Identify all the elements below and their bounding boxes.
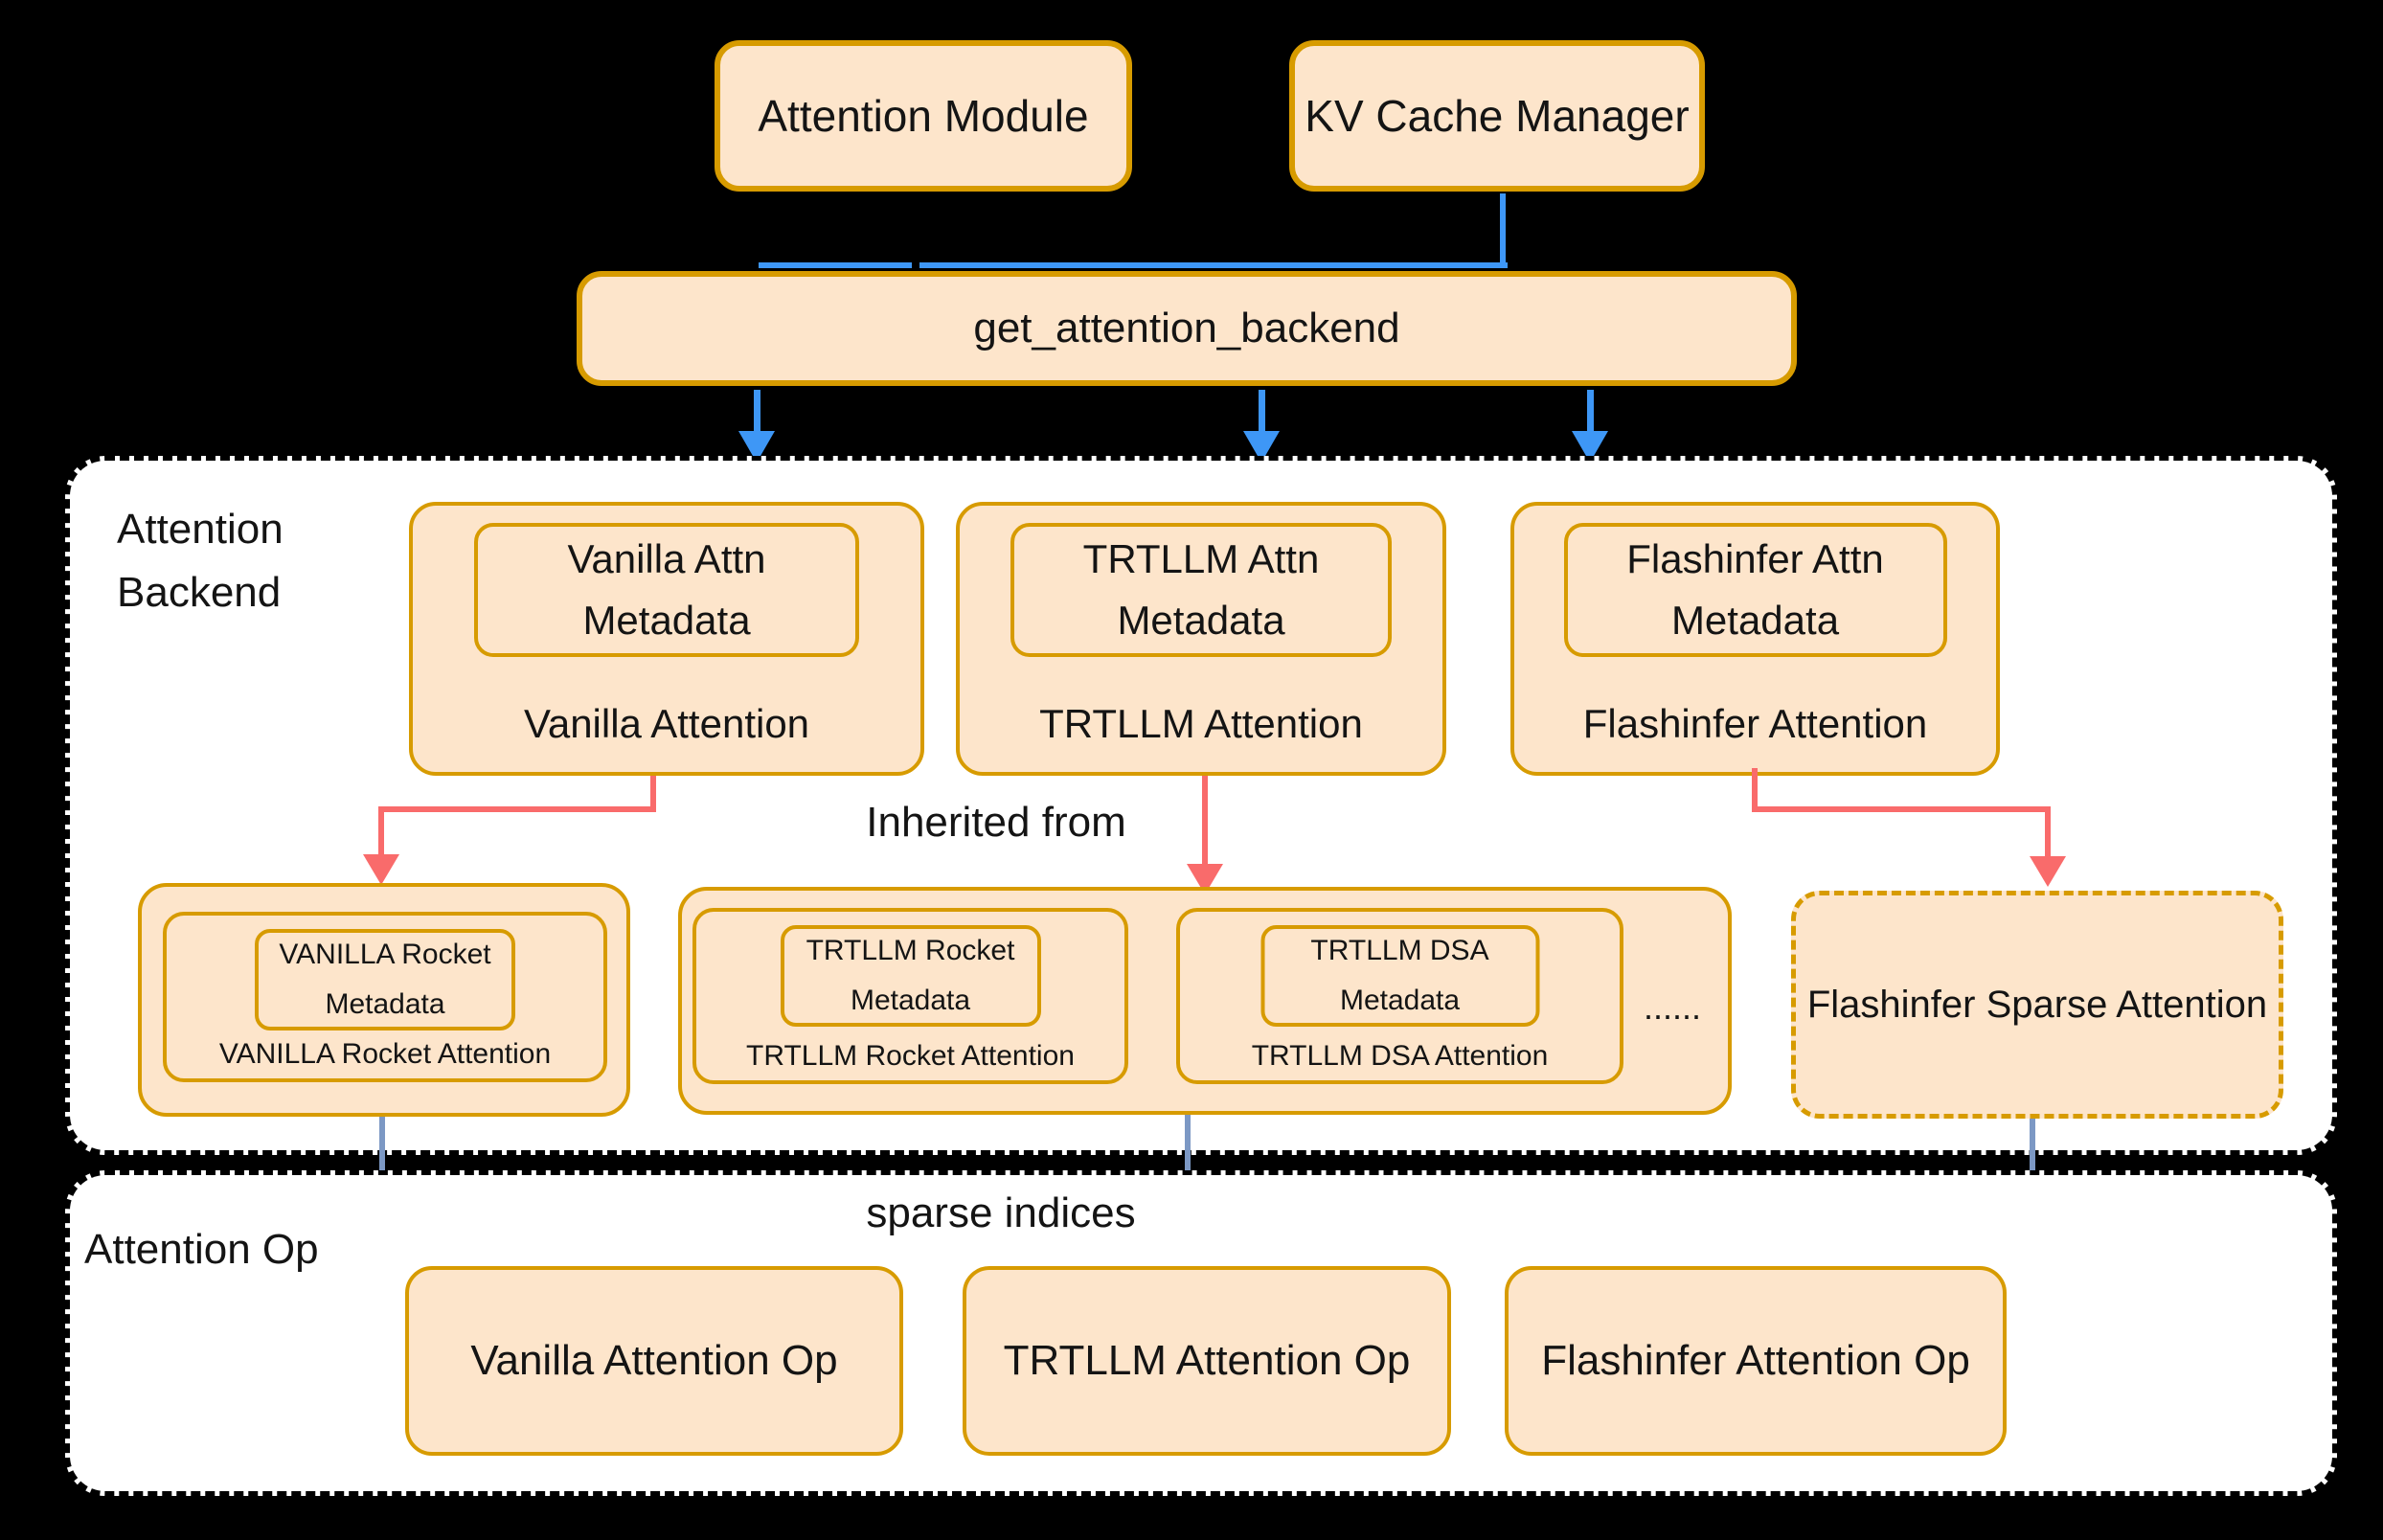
red-arrow-down-icon <box>363 854 399 885</box>
metadata-label: Metadata <box>850 985 971 1016</box>
get-attention-backend-box: get_attention_backend <box>577 271 1797 386</box>
red-connector-flashinfer <box>1752 768 1758 810</box>
metadata-label: VANILLA Rocket <box>279 939 491 970</box>
vanilla-rocket-attention-label: VANILLA Rocket Attention <box>218 1038 552 1070</box>
red-connector-flashinfer <box>1752 806 2051 812</box>
red-connector-vanilla <box>378 810 384 856</box>
kv-cache-manager-label: KV Cache Manager <box>1305 91 1690 141</box>
attention-module-box: Attention Module <box>715 40 1132 192</box>
flashinfer-attn-metadata-box: Flashinfer Attn Metadata <box>1563 523 1947 657</box>
metadata-label: Vanilla Attn <box>567 536 766 581</box>
blue-arrow-shaft <box>1259 390 1265 433</box>
inherited-from-label: Inherited from <box>866 799 1126 846</box>
trtllm-dsa-attention-label: TRTLLM DSA Attention <box>1251 1040 1549 1072</box>
trtllm-rocket-attention-label: TRTLLM Rocket Attention <box>746 1040 1075 1072</box>
connector-attention-module-vertical <box>912 192 919 268</box>
vanilla-attention-label: Vanilla Attention <box>523 701 810 746</box>
attention-module-label: Attention Module <box>758 91 1089 141</box>
blue-arrow-shaft <box>754 390 760 433</box>
vanilla-attention-op-label: Vanilla Attention Op <box>470 1337 838 1384</box>
slate-connector-vanilla <box>379 1117 385 1189</box>
vanilla-attention-op-box: Vanilla Attention Op <box>405 1266 903 1456</box>
trtllm-attention-op-label: TRTLLM Attention Op <box>1003 1337 1411 1384</box>
metadata-label: Metadata <box>325 988 445 1020</box>
red-arrow-down-icon <box>2030 856 2066 887</box>
flashinfer-attention-label: Flashinfer Attention <box>1582 701 1928 746</box>
red-connector-trtllm <box>1202 776 1208 866</box>
flashinfer-attention-op-box: Flashinfer Attention Op <box>1505 1266 2007 1456</box>
vanilla-rocket-attention-box: VANILLA Rocket Metadata VANILLA Rocket A… <box>163 912 607 1082</box>
trtllm-rocket-attention-box: TRTLLM Rocket Metadata TRTLLM Rocket Att… <box>692 908 1128 1084</box>
flashinfer-sparse-attention-box: Flashinfer Sparse Attention <box>1791 891 2283 1119</box>
vanilla-rocket-metadata-box: VANILLA Rocket Metadata <box>255 929 515 1030</box>
flashinfer-attention-op-label: Flashinfer Attention Op <box>1541 1337 1970 1384</box>
flashinfer-attention-box: Flashinfer Attn Metadata Flashinfer Atte… <box>1510 502 2000 776</box>
red-connector-vanilla <box>650 776 656 810</box>
vanilla-attention-box: Vanilla Attn Metadata Vanilla Attention <box>409 502 924 776</box>
red-connector-vanilla <box>378 806 656 812</box>
connector-top-horizontal <box>759 262 1508 268</box>
metadata-label: TRTLLM DSA <box>1310 935 1489 966</box>
sparse-indices-label: sparse indices <box>866 1189 1136 1236</box>
metadata-label: TRTLLM Rocket <box>806 935 1015 966</box>
trtllm-attention-op-box: TRTLLM Attention Op <box>963 1266 1451 1456</box>
trtllm-attention-box: TRTLLM Attn Metadata TRTLLM Attention <box>956 502 1446 776</box>
blue-arrow-shaft <box>1587 390 1594 433</box>
flashinfer-sparse-attention-label: Flashinfer Sparse Attention <box>1806 983 2268 1026</box>
vanilla-attn-metadata-box: Vanilla Attn Metadata <box>474 523 859 657</box>
trtllm-attention-label: TRTLLM Attention <box>1039 701 1363 746</box>
attention-backend-title-line1: Attention <box>117 506 284 553</box>
slate-connector-flashinfer <box>2030 1119 2035 1216</box>
trtllm-attn-metadata-box: TRTLLM Attn Metadata <box>1010 523 1392 657</box>
attention-backend-title: Attention Backend <box>117 498 284 624</box>
trtllm-rocket-metadata-box: TRTLLM Rocket Metadata <box>780 925 1041 1027</box>
metadata-label: TRTLLM Attn <box>1082 536 1320 581</box>
metadata-label: Metadata <box>1117 598 1285 643</box>
metadata-label: Flashinfer Attn <box>1626 536 1884 581</box>
kv-cache-manager-box: KV Cache Manager <box>1289 40 1705 192</box>
ellipsis-label: ...... <box>1643 987 1701 1027</box>
get-attention-backend-label: get_attention_backend <box>973 305 1400 351</box>
red-connector-flashinfer <box>2045 810 2051 858</box>
metadata-label: Metadata <box>1670 598 1840 643</box>
attention-op-title: Attention Op <box>84 1226 319 1273</box>
trtllm-dsa-metadata-box: TRTLLM DSA Metadata <box>1260 925 1539 1027</box>
attention-backend-title-line2: Backend <box>117 569 282 616</box>
connector-kv-vertical <box>1500 193 1506 268</box>
metadata-label: Metadata <box>1339 985 1461 1016</box>
trtllm-dsa-attention-box: TRTLLM DSA Metadata TRTLLM DSA Attention <box>1176 908 1623 1084</box>
metadata-label: Metadata <box>582 598 751 643</box>
